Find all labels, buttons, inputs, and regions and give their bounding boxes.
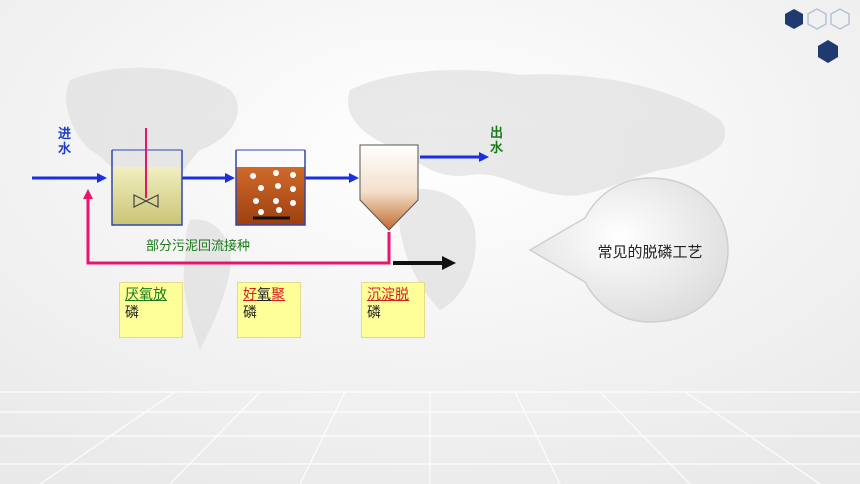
settling-tank — [359, 144, 419, 231]
settling-label-box: 沉淀脱 磷 — [361, 282, 425, 338]
stage-label-main-c: 聚 — [271, 287, 285, 303]
anaerobic-label-box: 厌氧放 磷 — [119, 282, 183, 338]
stage-label-rest: 磷 — [125, 305, 139, 321]
stage-label-rest: 磷 — [367, 305, 381, 321]
hexagon-decoration — [785, 8, 850, 63]
mixer-icon — [133, 194, 159, 208]
slide-title: 常见的脱磷工艺 — [597, 243, 703, 261]
hexagon-icon — [785, 9, 803, 29]
stage-label-main: 沉淀脱 — [367, 287, 409, 303]
sludge-return-label: 部分污泥回流接种 — [146, 239, 251, 254]
hexagon-icon — [818, 40, 838, 63]
hexagon-icon — [830, 8, 850, 30]
title-bubble — [528, 177, 729, 323]
hexagon-icon — [807, 8, 827, 30]
inflow-label: 进水 — [58, 127, 72, 157]
outflow-label: 出水 — [490, 126, 504, 156]
floor-grid — [0, 391, 860, 484]
stage-label-rest: 磷 — [243, 305, 257, 321]
aerobic-label-box: 好氧聚 磷 — [237, 282, 301, 338]
stage-label-main-b: 氧 — [257, 287, 271, 303]
stage-label-main: 厌氧放 — [125, 287, 167, 303]
air-bubbles — [250, 170, 296, 215]
anaerobic-tank — [111, 128, 183, 226]
sludge-return-line — [83, 189, 391, 265]
aerobic-tank — [235, 149, 306, 226]
stage-label-main-a: 好 — [243, 287, 257, 303]
